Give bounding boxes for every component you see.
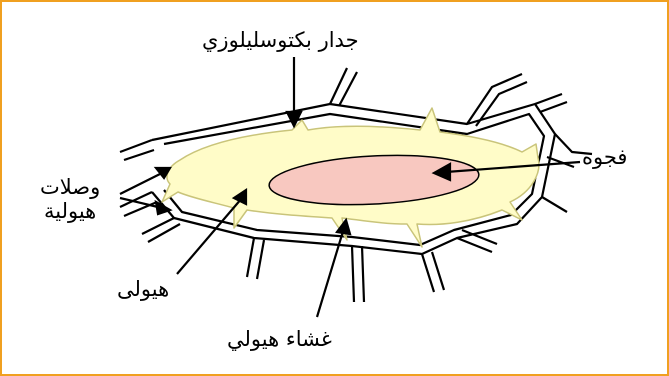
- label-vacuole: فجوة: [582, 145, 627, 169]
- wall-top-left: [330, 68, 357, 106]
- label-cell-wall: جدار بكتوسليلوزي: [202, 28, 359, 52]
- wall-left-low: [142, 218, 180, 242]
- wall-left-top: [120, 140, 154, 160]
- arrow-plasmodesmata-1: [120, 173, 162, 194]
- arrow-cytoplasm: [177, 198, 242, 274]
- label-plasmodesmata-line2: هيولية: [40, 199, 100, 223]
- label-plasmodesmata-line1: وصلات: [40, 175, 100, 199]
- label-cytoplasm: هيولى: [117, 277, 169, 301]
- wall-bottom-3: [247, 238, 264, 279]
- wall-bottom-1: [352, 246, 364, 302]
- arrow-plasma-membrane: [317, 228, 344, 317]
- wall-left-bottom: [120, 192, 157, 216]
- label-plasmodesmata: وصلات هيولية: [40, 175, 100, 223]
- wall-bottom-2: [422, 252, 444, 292]
- label-plasma-membrane: غشاء هيولي: [227, 327, 332, 351]
